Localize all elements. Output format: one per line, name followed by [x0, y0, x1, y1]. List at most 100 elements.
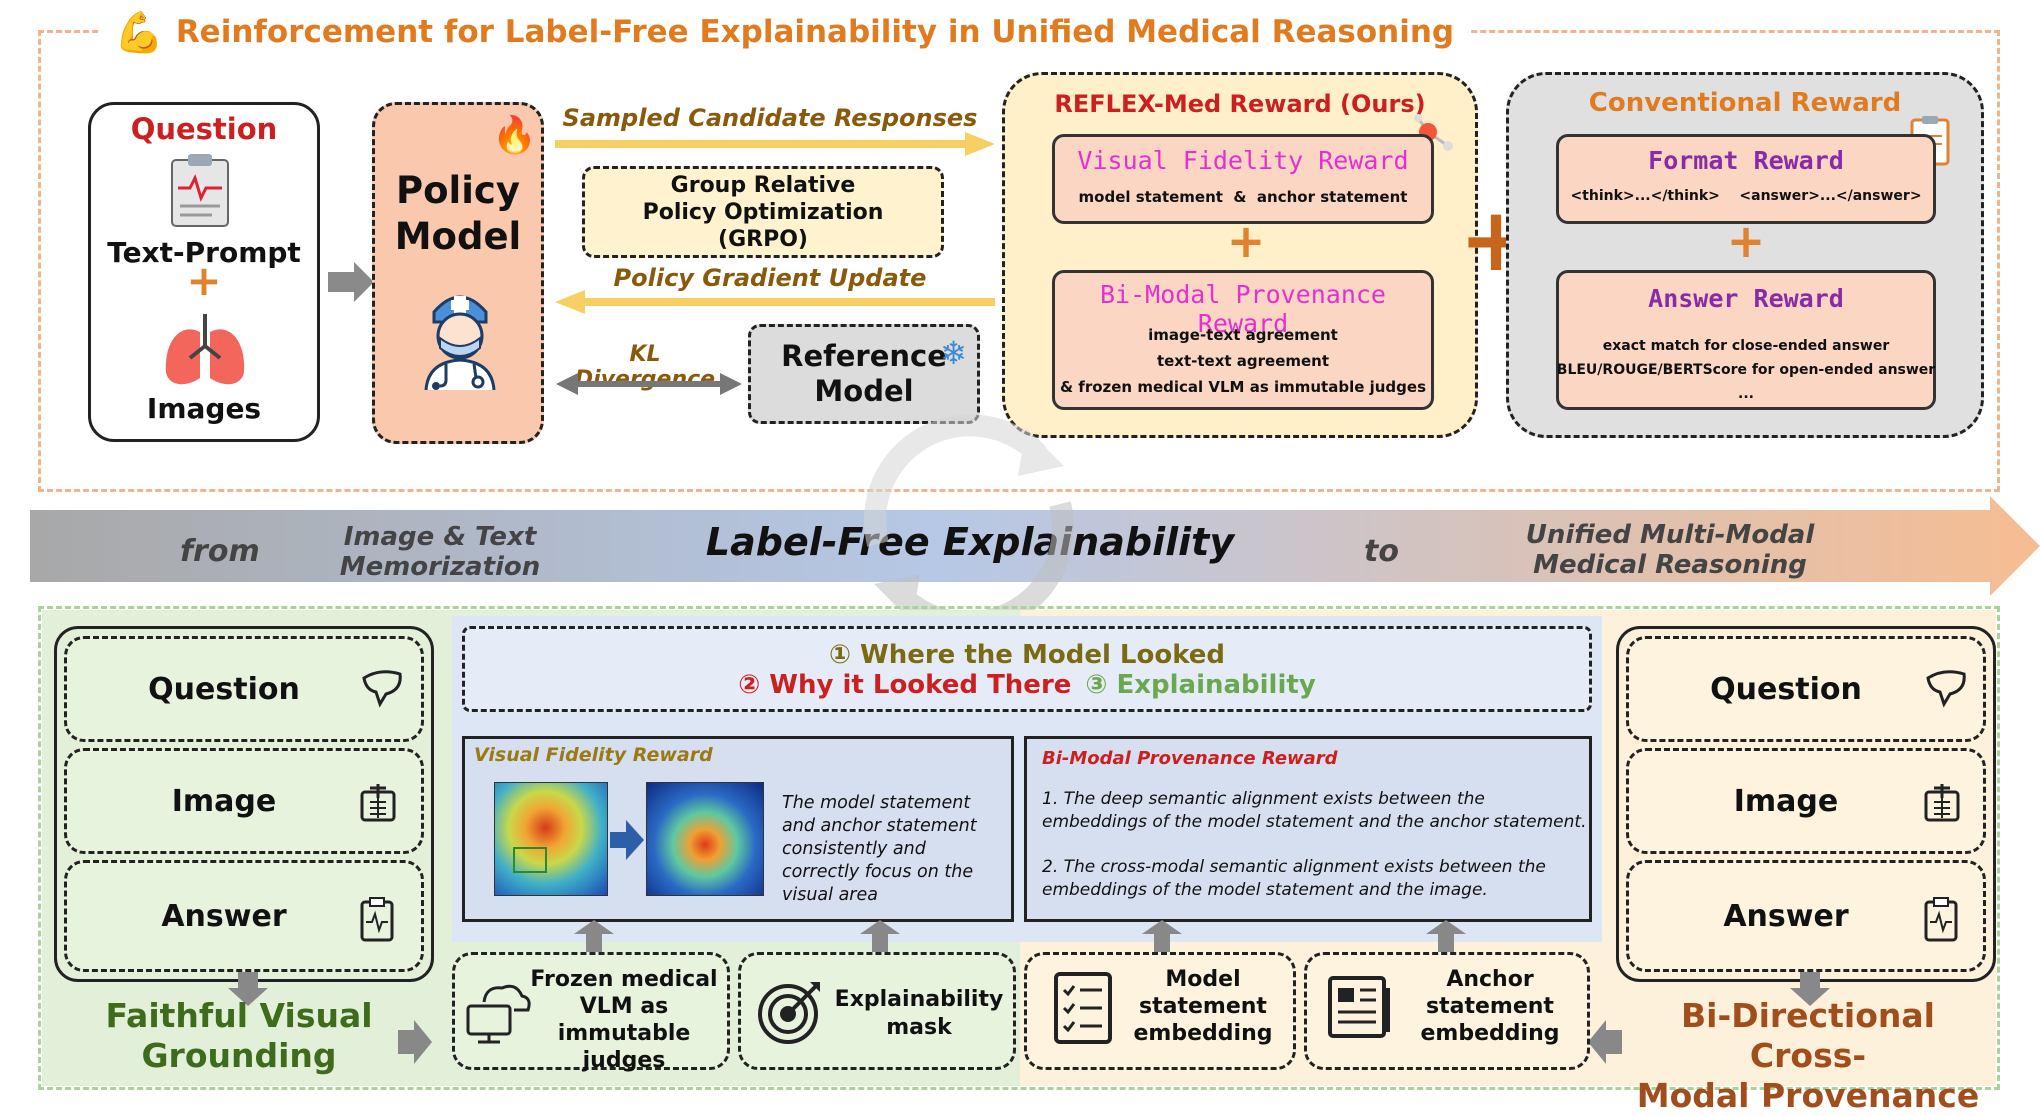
up-arrow-4 [1426, 920, 1466, 956]
bm-panel-p1: 1. The deep semantic alignment exists be… [1042, 789, 1587, 832]
document-icon [1326, 974, 1394, 1040]
reflex-reward-title: REFLEX-Med Reward (Ours) [1054, 90, 1426, 118]
bm-panel [1024, 736, 1592, 922]
answer-reward-desc: exact match for close-ended answer BLEU/… [1556, 334, 1936, 406]
format-reward-desc: <think>...</think> <answer>...</answer> [1570, 188, 1922, 204]
explainability-text: ③ Explainability [1085, 670, 1316, 700]
banner-center-text: Label-Free Explainability [705, 520, 1235, 564]
right-question-label: Question [1710, 671, 1862, 707]
left-answer-label: Answer [161, 898, 287, 934]
left-question-label: Question [148, 671, 300, 707]
doctor-icon [410, 282, 510, 392]
bimodal-desc-line3: & frozen medical VLM as immutable judges [1059, 378, 1427, 396]
target-icon [756, 978, 824, 1046]
heatmap-image-1 [494, 782, 608, 896]
bottom-section-frame [38, 606, 2000, 1090]
conventional-plus: + [1726, 214, 1766, 268]
model-embedding-label: Model statement embedding [1133, 967, 1273, 1046]
cloud-computer-icon [464, 976, 532, 1044]
banner-right-line1: Unified Multi-Modal [1525, 520, 1815, 550]
xray-icon [1922, 780, 1962, 824]
text-prompt-label: Text-Prompt [107, 236, 301, 269]
vlm-judges-label: Frozen medical VLM as immutable judges [530, 967, 718, 1073]
right-down-arrow [1790, 972, 1830, 1010]
up-arrow-3 [1142, 920, 1182, 956]
vf-panel-text: The model statement and anchor statement… [782, 793, 977, 905]
sampled-arrow [555, 132, 995, 160]
banner-arrow [30, 496, 2040, 600]
bimodal-desc-line2: text-text agreement [1156, 352, 1330, 370]
input-to-policy-arrow [328, 262, 374, 306]
vf-panel-title: Visual Fidelity Reward [474, 744, 713, 766]
left-item-answer: Answer [64, 860, 424, 972]
left-down-arrow [228, 972, 268, 1010]
gradient-arrow [555, 290, 995, 318]
reflex-plus: + [1226, 214, 1266, 268]
right-left-arrow [1588, 1020, 1622, 1068]
conventional-reward-title: Conventional Reward [1588, 88, 1902, 118]
sampled-responses-label: Sampled Candidate Responses [562, 104, 978, 132]
right-item-question: Question [1626, 636, 1986, 742]
bimodal-reward-box [1052, 270, 1434, 410]
anchor-embedding-label: Anchor statement embedding [1420, 967, 1560, 1046]
blue-arrow [610, 820, 644, 864]
kl-divergence-label: KL Divergence [574, 342, 716, 392]
report-icon [1922, 896, 1960, 942]
report-icon [358, 896, 396, 942]
left-caption-line1: Faithful Visual [105, 996, 373, 1035]
bimodal-desc-line1: image-text agreement [1148, 326, 1338, 344]
answer-desc-line3: ... [1738, 386, 1754, 402]
banner-right-text: Unified Multi-Modal Medical Reasoning [1510, 520, 1830, 580]
question-label: Question [130, 112, 278, 146]
answer-reward-box [1556, 270, 1936, 410]
left-item-image: Image [64, 748, 424, 854]
policy-label-line2: Model [394, 215, 522, 258]
right-caption-line1: Bi-Directional Cross- [1681, 996, 1935, 1075]
format-reward-title: Format Reward [1648, 146, 1844, 175]
lungs-icon [160, 312, 250, 392]
why-looked-text: ② Why it Looked There [738, 670, 1072, 700]
bimodal-desc: image-text agreement text-text agreement… [1052, 322, 1434, 400]
liver-icon [360, 668, 404, 708]
banner-from: from [180, 534, 260, 569]
bm-panel-title: Bi-Modal Provenance Reward [1042, 748, 1338, 769]
flexed-arm-icon: 💪 [114, 9, 164, 56]
figure-title: Reinforcement for Label-Free Explainabil… [175, 14, 1455, 50]
left-caption-line2: Grounding [141, 1036, 337, 1075]
center-header-box [462, 626, 1592, 712]
policy-model-label: Policy Model [372, 168, 544, 260]
vlm-judges-box [452, 952, 730, 1070]
kl-arrow [556, 372, 742, 400]
right-caption-line2: Modal Provenance [1636, 1076, 1980, 1115]
snowflake-icon: ❄ [940, 334, 967, 372]
right-answer-label: Answer [1723, 898, 1849, 934]
right-image-label: Image [1733, 783, 1839, 819]
grpo-line2: Policy Optimization [642, 199, 884, 225]
banner-left-line1: Image & Text [343, 522, 537, 552]
banner-left-text: Image & Text Memorization [330, 522, 550, 582]
visual-fidelity-reward-box [1052, 134, 1434, 224]
input-plus: + [186, 256, 222, 305]
banner-left-line2: Memorization [339, 552, 541, 582]
left-right-arrow [398, 1020, 432, 1068]
answer-reward-title: Answer Reward [1648, 284, 1844, 313]
checklist-icon [1052, 970, 1114, 1046]
reference-line1: Reference [781, 339, 947, 373]
center-header-line2: ② Why it Looked There ③ Explainability [462, 670, 1592, 700]
bimodal-title: Bi-Modal Provenance Reward [1100, 280, 1386, 338]
grpo-line3: (GRPO) [718, 226, 808, 252]
answer-desc-line1: exact match for close-ended answer [1602, 338, 1890, 354]
up-arrow-2 [860, 920, 900, 956]
grpo-box: Group Relative Policy Optimization (GRPO… [582, 166, 944, 258]
reference-line2: Model [814, 374, 914, 408]
liver-icon [1924, 668, 1968, 708]
policy-label-line1: Policy [396, 169, 520, 212]
visual-fidelity-title: Visual Fidelity Reward [1077, 146, 1409, 175]
explainability-mask-label: Explainability mask [834, 987, 1004, 1040]
visual-fidelity-desc: model statement & anchor statement [1078, 188, 1408, 206]
images-label: Images [146, 392, 262, 425]
format-reward-box [1556, 134, 1936, 224]
center-header-line1: ① Where the Model Looked [828, 640, 1226, 670]
title-bar: 💪 Reinforcement for Label-Free Explainab… [100, 6, 1469, 58]
heatmap-image-2 [646, 782, 764, 896]
